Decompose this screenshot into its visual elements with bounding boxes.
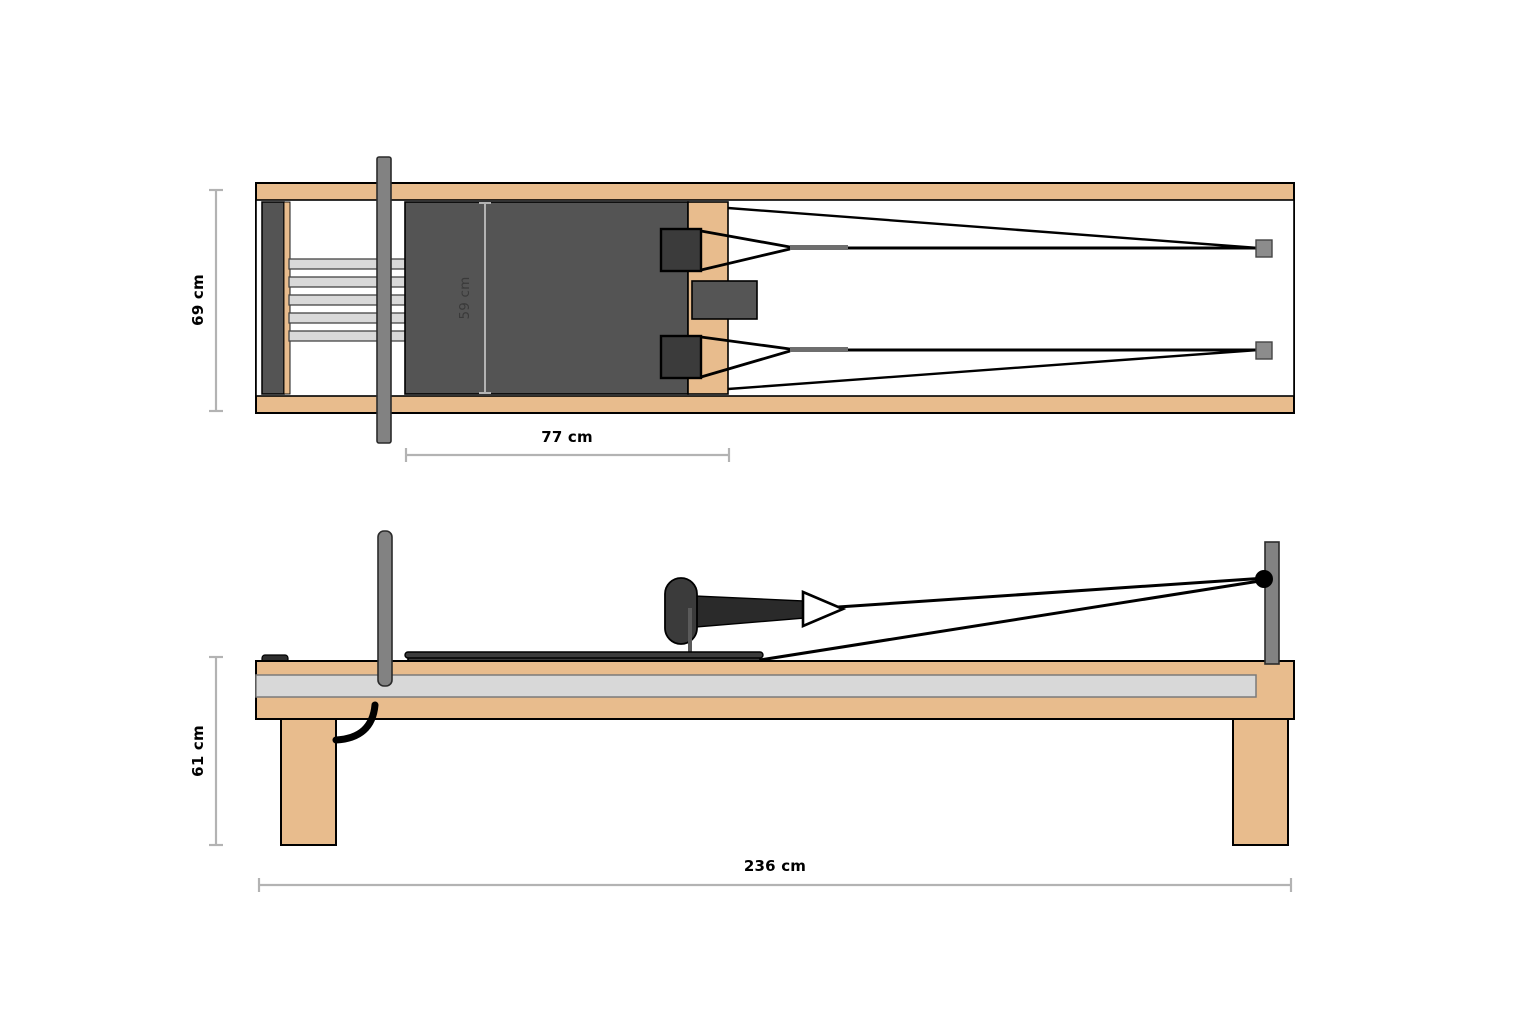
dimension-59cm-label: 59 cm [457,276,473,319]
right-pulley-side [1255,570,1273,588]
left-post-side [377,530,393,687]
dimension-77cm-label: 77 cm [541,428,593,446]
dimension-69cm: 69 cm [189,188,223,413]
dimension-236cm: 236 cm [257,857,1293,892]
dimension-61cm: 61 cm [189,655,223,847]
foot-bar-top [691,280,758,320]
top-view: 69 cm 59 cm 77 cm [189,156,1295,462]
dimension-77cm: 77 cm [404,428,731,462]
right-post-side [1264,541,1280,665]
rope-lines-side [759,576,1267,662]
carriage-rail [255,674,1257,698]
shoulder-block-lower [659,334,703,380]
dimension-69cm-label: 69 cm [189,274,207,326]
dimension-236cm-label: 236 cm [744,857,806,875]
cable-loop-under-frame [332,701,379,744]
dimension-59cm: 59 cm [457,202,491,394]
pulley-top-lower [1255,341,1273,360]
carriage-top [404,201,689,395]
dimension-61cm-label: 61 cm [189,725,207,777]
strap-lines-top [700,206,1259,391]
spring-anchor-bar [261,201,291,395]
pulley-top-upper [1255,239,1273,258]
side-view: 61 cm 236 cm [189,530,1295,892]
shoulder-block-upper [659,227,703,273]
leg-right [1232,718,1289,846]
spring-set [288,258,406,342]
vertical-pole-top [376,156,392,444]
leg-left [280,718,337,846]
wooden-frame-side [255,660,1295,720]
